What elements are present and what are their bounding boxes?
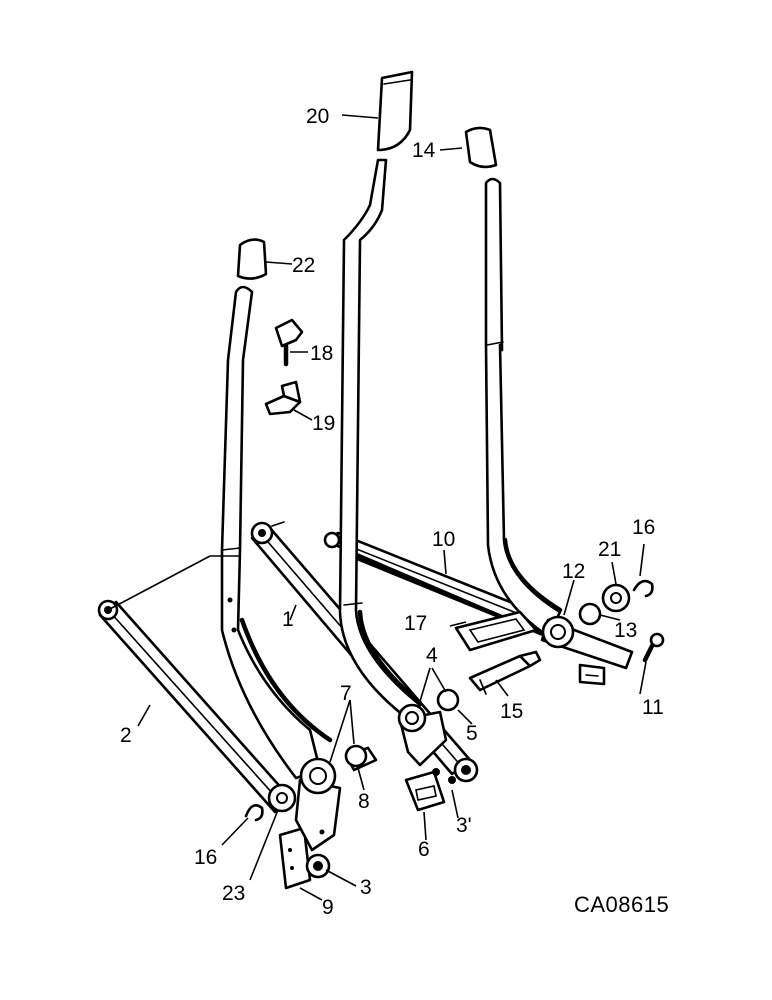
callout-19: 19: [312, 412, 335, 435]
callout-8: 8: [358, 790, 370, 813]
part-19-bracket: [264, 380, 302, 416]
leader-lines: [107, 114, 647, 901]
callout-12: 12: [562, 560, 585, 583]
callout-3-prime: 3': [456, 814, 472, 837]
part-5-bushing: [436, 688, 460, 712]
part-21-washer: [601, 583, 631, 613]
callout-6: 6: [418, 838, 430, 861]
callout-3: 3: [360, 876, 372, 899]
callout-20: 20: [306, 105, 329, 128]
callout-13: 13: [614, 619, 637, 642]
callout-14: 14: [412, 139, 436, 162]
callout-5: 5: [466, 722, 478, 745]
drawing-code: CA08615: [574, 892, 669, 917]
callout-1: 1: [282, 608, 294, 631]
part-14-knob: [464, 126, 498, 169]
part-12-bushing: [578, 602, 602, 626]
callout-9: 9: [322, 896, 334, 919]
callout-16-upper: 16: [632, 516, 655, 539]
part-3-nut-upper: [432, 757, 479, 784]
callout-22: 22: [292, 254, 315, 277]
part-15-pin: [468, 650, 542, 695]
part-23-washer: [267, 783, 297, 813]
callout-17: 17: [404, 612, 427, 635]
callout-16-lower: 16: [194, 846, 217, 869]
part-8-bushing: [344, 744, 378, 772]
part-2-link-rod: [97, 599, 294, 814]
callout-labels: 20 14 22 18 19 10 16 21 12 13 17 1 11 4 …: [120, 105, 664, 919]
callout-4: 4: [426, 644, 438, 667]
part-18-bolt: [274, 318, 304, 367]
callout-15: 15: [500, 700, 523, 723]
part-22-knob: [236, 238, 268, 280]
callout-2: 2: [120, 724, 132, 747]
part-17-plate: [454, 610, 538, 652]
left-shift-lever: [220, 285, 342, 890]
callout-18: 18: [310, 342, 333, 365]
callout-10: 10: [432, 528, 455, 551]
callout-7: 7: [340, 682, 352, 705]
callout-23: 23: [222, 882, 245, 905]
part-20-knob: [376, 70, 414, 152]
part-16-clip-lower: [244, 804, 264, 822]
callout-11: 11: [642, 696, 664, 719]
right-shift-lever: [484, 177, 634, 686]
part-16-clip-upper: [632, 579, 654, 598]
middle-shift-lever: [338, 158, 448, 767]
part-6-plate: [404, 770, 446, 812]
callout-21: 21: [598, 538, 621, 561]
part-11-bolt: [642, 632, 665, 663]
